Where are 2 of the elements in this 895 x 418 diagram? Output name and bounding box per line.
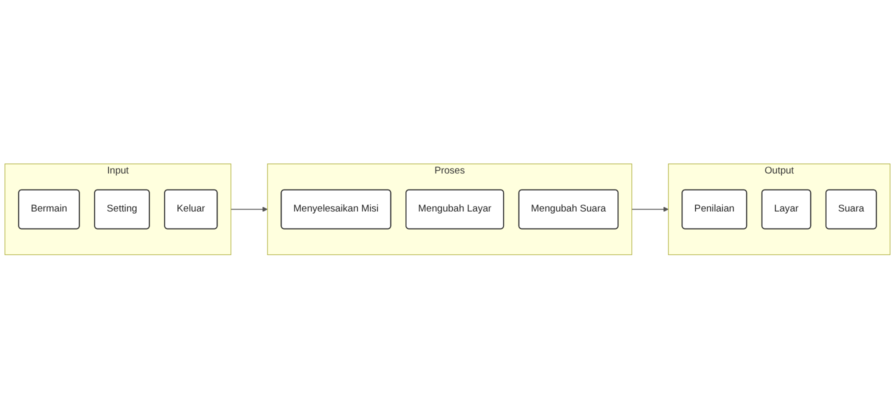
- arrow: [631, 206, 669, 212]
- arrow: [230, 206, 268, 212]
